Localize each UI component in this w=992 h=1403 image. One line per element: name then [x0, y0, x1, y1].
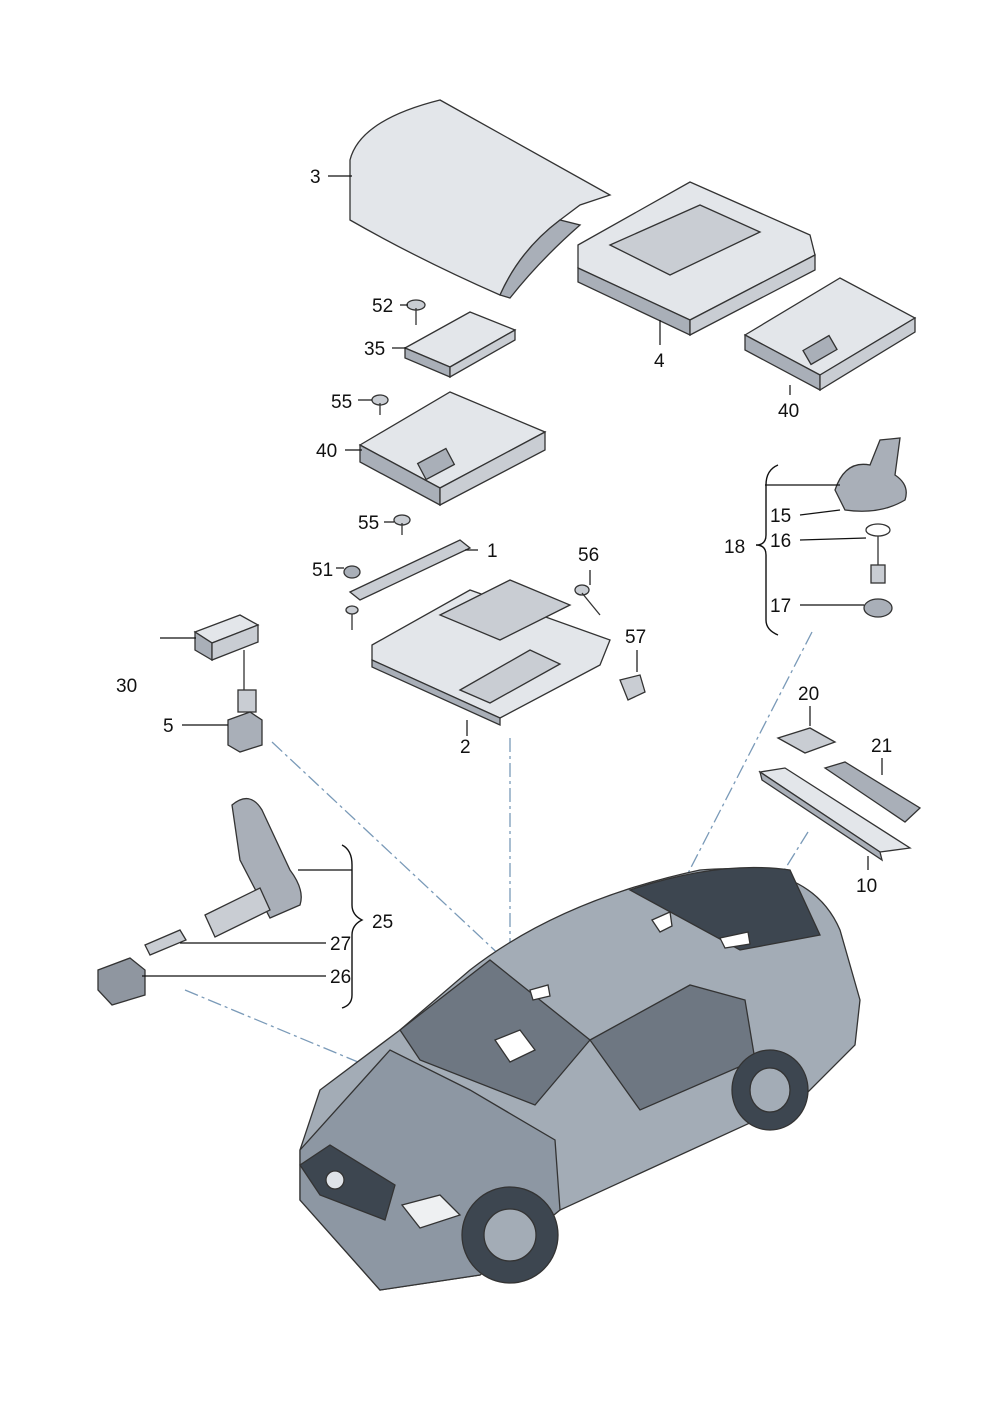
label-40-left: 40 — [316, 441, 337, 462]
label-4: 4 — [654, 351, 665, 372]
label-55-lower: 55 — [358, 513, 379, 534]
part-52-screw — [400, 299, 426, 325]
part-55-screw-upper — [358, 394, 389, 415]
label-17: 17 — [770, 596, 791, 617]
part-5-connector — [182, 689, 263, 753]
part-2-base-plate — [371, 579, 611, 736]
part-15-antenna — [765, 437, 907, 516]
part-40-left-module — [345, 391, 547, 507]
brace-25 — [341, 844, 364, 1009]
part-55-screw-lower — [384, 514, 411, 535]
label-30: 30 — [116, 676, 137, 697]
part-20-module — [776, 706, 837, 754]
label-57: 57 — [625, 627, 646, 648]
label-56: 56 — [578, 545, 599, 566]
part-21-antenna-strip — [823, 758, 922, 823]
label-2: 2 — [460, 737, 471, 758]
part-26-cap — [97, 957, 326, 1006]
label-40-right: 40 — [778, 401, 799, 422]
label-27: 27 — [330, 934, 351, 955]
label-20: 20 — [798, 684, 819, 705]
part-10-cover-strip — [758, 767, 912, 870]
part-57-clip — [619, 650, 646, 701]
part-27-cable-plug — [144, 929, 326, 956]
part-3-cover — [328, 99, 612, 299]
part-17-nut — [800, 598, 893, 618]
part-40-right-module — [743, 277, 917, 395]
part-30-sensor — [160, 614, 260, 690]
part-16-seal — [799, 523, 891, 584]
label-1: 1 — [487, 541, 498, 562]
brace-18 — [755, 464, 779, 636]
label-51: 51 — [312, 560, 333, 581]
part-25-mirror-mount — [204, 798, 352, 938]
label-10: 10 — [856, 876, 877, 897]
callout-labels: 3 4 40 52 35 55 40 55 1 51 56 57 2 30 5 … — [116, 167, 892, 988]
part-4-tray — [577, 181, 816, 345]
label-35: 35 — [364, 339, 385, 360]
label-52: 52 — [372, 296, 393, 317]
label-3: 3 — [310, 167, 321, 188]
part-35-module — [392, 311, 517, 379]
label-25: 25 — [372, 912, 393, 933]
label-5: 5 — [163, 716, 174, 737]
label-21: 21 — [871, 736, 892, 757]
label-55-upper: 55 — [331, 392, 352, 413]
part-51-nut — [336, 565, 361, 630]
part-1-bracket — [348, 539, 478, 601]
car-sedan — [299, 866, 861, 1291]
label-18: 18 — [724, 537, 745, 558]
part-56-screw — [574, 570, 601, 616]
label-15: 15 — [770, 506, 791, 527]
label-16: 16 — [770, 531, 791, 552]
label-26: 26 — [330, 967, 351, 988]
